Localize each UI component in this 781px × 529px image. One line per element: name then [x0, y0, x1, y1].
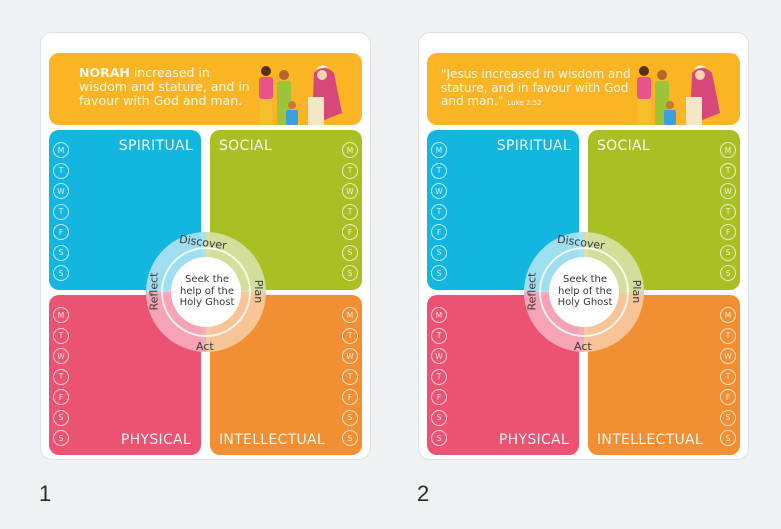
cycle-ring-icon — [146, 232, 266, 352]
day-sun[interactable]: S — [720, 265, 736, 281]
day-tue[interactable]: T — [431, 327, 447, 344]
day-wed[interactable]: W — [53, 183, 69, 199]
reflect-label: Reflect — [525, 272, 539, 311]
scripture-banner: "Jesus increased in wisdom and stature, … — [427, 53, 740, 125]
cycle-ring-icon — [524, 232, 644, 352]
day-sat[interactable]: S — [720, 409, 736, 426]
day-mon[interactable]: M — [720, 307, 736, 323]
day-mon[interactable]: M — [342, 307, 358, 323]
day-tue[interactable]: T — [431, 162, 447, 179]
child-name: NORAH — [79, 65, 130, 80]
option-number-1: 1 — [39, 481, 52, 506]
day-thu[interactable]: T — [720, 203, 736, 220]
day-sun[interactable]: S — [720, 430, 736, 446]
social-label: SOCIAL — [597, 138, 650, 154]
social-label: SOCIAL — [219, 138, 272, 154]
day-fri[interactable]: F — [720, 224, 736, 240]
design-option-2-card[interactable]: "Jesus increased in wisdom and stature, … — [418, 32, 749, 460]
day-sat[interactable]: S — [431, 409, 447, 426]
day-wed[interactable]: W — [53, 348, 69, 364]
day-tracker: M T W T F S S — [53, 142, 69, 281]
day-tue[interactable]: T — [720, 327, 736, 344]
day-mon[interactable]: M — [342, 142, 358, 158]
design-option-1-card[interactable]: NORAH increased in wisdom and stature, a… — [40, 32, 371, 460]
day-mon[interactable]: M — [720, 142, 736, 158]
intellectual-label: INTELLECTUAL — [597, 432, 703, 448]
day-sun[interactable]: S — [53, 265, 69, 281]
day-mon[interactable]: M — [53, 307, 69, 323]
day-sat[interactable]: S — [53, 409, 69, 426]
day-mon[interactable]: M — [431, 142, 447, 158]
day-sun[interactable]: S — [53, 430, 69, 446]
day-thu[interactable]: T — [342, 203, 358, 220]
day-tracker: M T W T F S S — [431, 142, 447, 281]
plan-label: Plan — [252, 279, 266, 304]
day-wed[interactable]: W — [342, 348, 358, 364]
day-fri[interactable]: F — [720, 389, 736, 405]
day-fri[interactable]: F — [342, 389, 358, 405]
spiritual-label: SPIRITUAL — [118, 138, 193, 154]
jesus-children-illustration-icon — [259, 65, 342, 125]
day-mon[interactable]: M — [431, 307, 447, 323]
day-thu[interactable]: T — [53, 203, 69, 220]
day-sun[interactable]: S — [431, 430, 447, 446]
physical-label: PHYSICAL — [498, 432, 569, 448]
day-sat[interactable]: S — [342, 409, 358, 426]
day-tracker: M T W T F S S — [720, 142, 736, 281]
day-fri[interactable]: F — [342, 224, 358, 240]
jesus-children-illustration-icon — [637, 65, 720, 125]
day-thu[interactable]: T — [431, 203, 447, 220]
center-text: Seek the help of the Holy Ghost — [179, 274, 235, 308]
day-tue[interactable]: T — [342, 162, 358, 179]
day-sat[interactable]: S — [720, 244, 736, 261]
intellectual-quadrant[interactable]: INTELLECTUAL M T W T F S S — [210, 295, 362, 455]
scripture-banner: NORAH increased in wisdom and stature, a… — [49, 53, 362, 125]
intellectual-quadrant[interactable]: INTELLECTUAL M T W T F S S — [588, 295, 740, 455]
day-wed[interactable]: W — [720, 348, 736, 364]
day-tracker: M T W T F S S — [720, 307, 736, 446]
center-text: Seek the help of the Holy Ghost — [557, 274, 613, 308]
day-sat[interactable]: S — [342, 244, 358, 261]
physical-label: PHYSICAL — [120, 432, 191, 448]
day-wed[interactable]: W — [431, 183, 447, 199]
banner-text: NORAH increased in wisdom and stature, a… — [79, 66, 259, 108]
day-thu[interactable]: T — [431, 368, 447, 385]
day-fri[interactable]: F — [53, 224, 69, 240]
scripture-quote: "Jesus increased in wisdom and stature, … — [441, 67, 631, 108]
reflect-label: Reflect — [147, 272, 161, 311]
spiritual-label: SPIRITUAL — [496, 138, 571, 154]
day-wed[interactable]: W — [720, 183, 736, 199]
banner-text: "Jesus increased in wisdom and stature, … — [441, 67, 641, 111]
day-sun[interactable]: S — [431, 265, 447, 281]
day-thu[interactable]: T — [720, 368, 736, 385]
day-fri[interactable]: F — [431, 389, 447, 405]
day-fri[interactable]: F — [53, 389, 69, 405]
day-sun[interactable]: S — [342, 265, 358, 281]
day-thu[interactable]: T — [342, 368, 358, 385]
day-wed[interactable]: W — [431, 348, 447, 364]
day-tue[interactable]: T — [720, 162, 736, 179]
day-tue[interactable]: T — [53, 327, 69, 344]
intellectual-label: INTELLECTUAL — [219, 432, 325, 448]
scripture-reference: Luke 2:52 — [507, 99, 542, 107]
banner-body: increased in wisdom and stature, and in … — [79, 65, 250, 108]
day-tue[interactable]: T — [53, 162, 69, 179]
day-sat[interactable]: S — [431, 244, 447, 261]
act-label: Act — [574, 340, 592, 353]
day-sun[interactable]: S — [342, 430, 358, 446]
day-fri[interactable]: F — [431, 224, 447, 240]
option-number-2: 2 — [417, 481, 430, 506]
day-tracker: M T W T F S S — [53, 307, 69, 446]
day-tracker: M T W T F S S — [342, 307, 358, 446]
day-tracker: M T W T F S S — [431, 307, 447, 446]
day-tracker: M T W T F S S — [342, 142, 358, 281]
day-sat[interactable]: S — [53, 244, 69, 261]
physical-quadrant[interactable]: PHYSICAL M T W T F S S — [49, 295, 201, 455]
day-tue[interactable]: T — [342, 327, 358, 344]
day-mon[interactable]: M — [53, 142, 69, 158]
day-wed[interactable]: W — [342, 183, 358, 199]
day-thu[interactable]: T — [53, 368, 69, 385]
plan-label: Plan — [630, 279, 644, 304]
act-label: Act — [196, 340, 214, 353]
